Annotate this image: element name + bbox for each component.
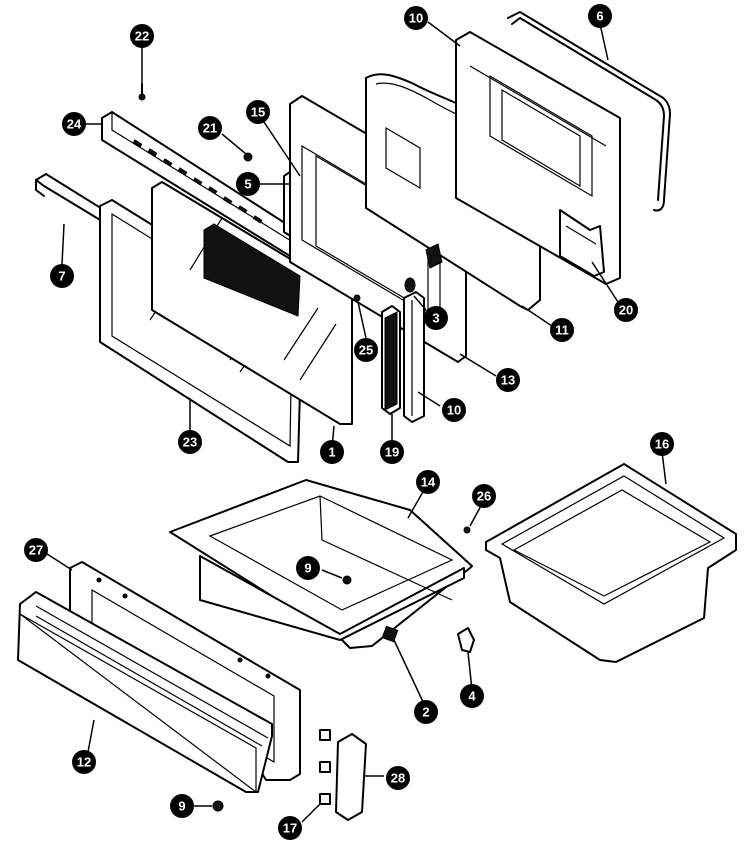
callout-12: 12 [72, 750, 96, 774]
svg-text:21: 21 [203, 121, 217, 136]
callout-27: 27 [24, 538, 48, 562]
svg-text:9: 9 [304, 561, 311, 576]
svg-text:4: 4 [468, 689, 476, 704]
svg-text:27: 27 [29, 543, 43, 558]
part-bumper-4 [457, 627, 475, 653]
svg-text:25: 25 [359, 343, 373, 358]
part-screw-22 [138, 83, 146, 101]
callout-21: 21 [198, 116, 222, 140]
part-spacers-17 [319, 729, 331, 805]
part-screw-25 [353, 294, 361, 302]
svg-text:5: 5 [244, 177, 251, 192]
callout-1: 1 [320, 440, 344, 464]
callout-24: 24 [62, 112, 86, 136]
callout-22: 22 [130, 24, 154, 48]
part-door-frame-10 [455, 31, 621, 285]
svg-text:2: 2 [422, 705, 429, 720]
part-door-gasket-6 [507, 11, 671, 212]
callout-25: 25 [354, 338, 378, 362]
svg-text:12: 12 [77, 755, 91, 770]
callout-9-drawer: 9 [296, 556, 320, 580]
svg-text:22: 22 [135, 29, 149, 44]
svg-text:9: 9 [178, 799, 185, 814]
part-drawer-panel-12 [17, 591, 273, 794]
callout-17: 17 [278, 816, 302, 840]
svg-text:6: 6 [596, 9, 603, 24]
svg-text:23: 23 [183, 435, 197, 450]
svg-text:7: 7 [58, 269, 65, 284]
callout-23: 23 [178, 430, 202, 454]
part-hinge-receiver-10 [403, 291, 425, 423]
callout-10-bottom: 10 [442, 398, 466, 422]
svg-text:28: 28 [391, 771, 405, 786]
callout-20: 20 [614, 298, 638, 322]
part-storage-bin-16 [485, 463, 737, 663]
callout-3: 3 [424, 306, 448, 330]
svg-text:10: 10 [409, 11, 423, 26]
callout-26: 26 [472, 484, 496, 508]
callout-5: 5 [236, 172, 260, 196]
part-hinge-bar-19 [381, 305, 401, 415]
part-screw-26 [463, 526, 471, 534]
callout-14: 14 [416, 470, 440, 494]
callout-28: 28 [386, 766, 410, 790]
part-screw-9-bottom [212, 800, 224, 812]
part-bracket-3 [404, 277, 416, 293]
part-screw-9-drawer [342, 575, 352, 585]
part-hinge-20 [559, 209, 605, 277]
callout-11: 11 [550, 318, 574, 342]
part-door-vent-grid [203, 223, 301, 317]
callout-15: 15 [246, 100, 270, 124]
callout-4: 4 [460, 684, 484, 708]
svg-text:17: 17 [283, 821, 297, 836]
svg-text:24: 24 [67, 117, 82, 132]
svg-text:1: 1 [328, 445, 335, 460]
svg-text:15: 15 [251, 105, 265, 120]
callout-7: 7 [50, 264, 74, 288]
callout-6: 6 [588, 4, 612, 28]
svg-text:14: 14 [421, 475, 436, 490]
leader-lines [43, 21, 667, 823]
part-screw-21 [243, 152, 253, 162]
callout-13: 13 [496, 368, 520, 392]
callout-16: 16 [650, 432, 674, 456]
svg-text:13: 13 [501, 373, 515, 388]
callout-9-bottom: 9 [170, 794, 194, 818]
part-drawer-body-14 [169, 479, 473, 649]
svg-text:26: 26 [477, 489, 491, 504]
part-glide-2 [381, 625, 399, 643]
svg-text:3: 3 [432, 311, 439, 326]
callout-10-top: 10 [404, 6, 428, 30]
part-end-cap-28 [335, 733, 367, 821]
callout-2: 2 [414, 700, 438, 724]
svg-text:20: 20 [619, 303, 633, 318]
svg-text:16: 16 [655, 437, 669, 452]
svg-text:19: 19 [385, 445, 399, 460]
callout-19: 19 [380, 440, 404, 464]
svg-text:10: 10 [447, 403, 461, 418]
callouts: 22 24 21 15 5 7 10 6 20 11 3 [24, 4, 674, 840]
svg-text:11: 11 [555, 323, 569, 338]
